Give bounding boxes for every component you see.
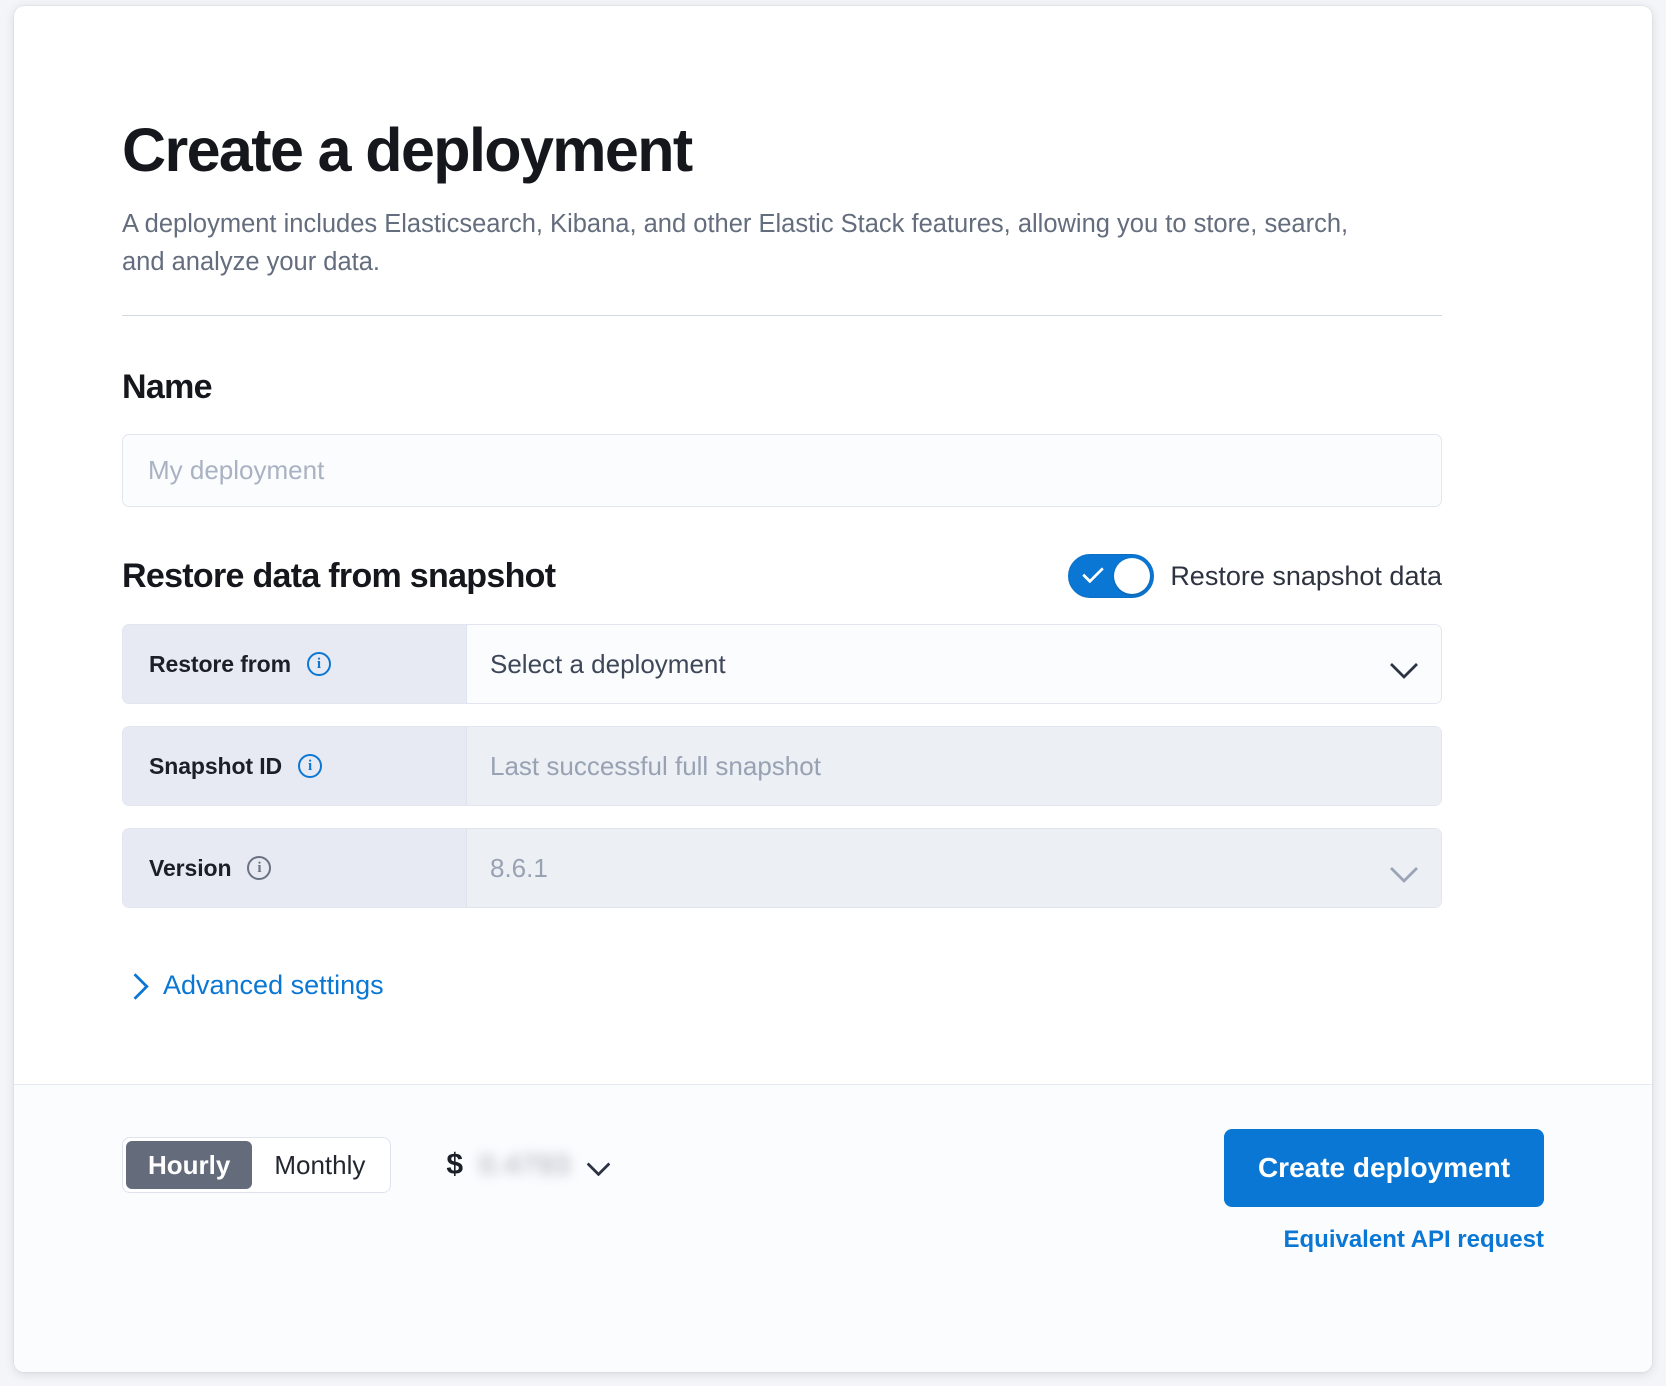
restore-from-label: Restore from [149, 650, 291, 677]
billing-option-hourly[interactable]: Hourly [126, 1141, 253, 1189]
info-icon[interactable]: i [306, 652, 331, 677]
version-row[interactable]: Version i 8.6.1 [122, 828, 1442, 909]
restore-section-header: Restore data from snapshot Restore snaps… [122, 554, 1442, 599]
page-description: A deployment includes Elasticsearch, Kib… [122, 209, 1349, 276]
snapshot-id-value: Last successful full snapshot [490, 750, 821, 781]
version-value: 8.6.1 [490, 852, 548, 883]
deployment-name-placeholder: My deployment [148, 455, 325, 486]
chevron-down-icon[interactable] [1391, 855, 1417, 881]
chevron-right-icon [122, 974, 146, 998]
restore-from-row[interactable]: Restore from i Select a deployment [122, 624, 1442, 705]
form-content: Create a deployment A deployment include… [14, 6, 1652, 1084]
snapshot-id-row[interactable]: Snapshot ID i Last successful full snaps… [122, 726, 1442, 807]
toggle-knob [1114, 558, 1151, 595]
price-display[interactable]: $ 0.4793 [446, 1148, 612, 1182]
footer-actions: Create deployment Equivalent API request [1224, 1129, 1544, 1254]
info-icon[interactable]: i [247, 856, 272, 881]
header-divider [122, 315, 1442, 317]
price-amount: 0.4793 [479, 1149, 571, 1180]
restore-from-label-group: Restore from i [123, 625, 467, 704]
deployment-name-input[interactable]: My deployment [122, 434, 1442, 508]
restore-toggle-group[interactable]: Restore snapshot data [1068, 554, 1442, 599]
snapshot-id-label-group: Snapshot ID i [123, 727, 467, 806]
restore-from-select[interactable]: Select a deployment [467, 625, 1441, 704]
chevron-down-icon[interactable] [1391, 651, 1417, 677]
restore-from-value: Select a deployment [490, 648, 726, 679]
advanced-settings-label: Advanced settings [163, 970, 384, 1001]
currency-symbol: $ [446, 1148, 464, 1181]
footer-bar: Hourly Monthly $ 0.4793 Create deploymen… [14, 1084, 1652, 1372]
version-label-group: Version i [123, 829, 467, 908]
restore-snapshot-toggle[interactable] [1068, 554, 1155, 599]
restore-toggle-label: Restore snapshot data [1170, 560, 1442, 591]
snapshot-id-label: Snapshot ID [149, 752, 283, 779]
billing-period-segmented-control[interactable]: Hourly Monthly [122, 1137, 392, 1193]
snapshot-id-input[interactable]: Last successful full snapshot [467, 727, 1441, 806]
create-deployment-button[interactable]: Create deployment [1224, 1129, 1544, 1207]
info-icon[interactable]: i [298, 754, 323, 779]
advanced-settings-toggle[interactable]: Advanced settings [122, 970, 384, 1001]
name-section-heading: Name [122, 368, 213, 407]
equivalent-api-request-link[interactable]: Equivalent API request [1283, 1226, 1544, 1253]
version-label: Version [149, 854, 232, 881]
check-icon [1082, 561, 1105, 584]
version-select[interactable]: 8.6.1 [467, 829, 1441, 908]
billing-option-monthly[interactable]: Monthly [274, 1149, 366, 1180]
billing-group: Hourly Monthly $ 0.4793 [122, 1137, 613, 1193]
chevron-down-icon[interactable] [587, 1152, 613, 1178]
restore-section-heading: Restore data from snapshot [122, 556, 556, 595]
create-deployment-card: Create a deployment A deployment include… [14, 6, 1652, 1372]
page-title: Create a deployment [122, 116, 693, 184]
